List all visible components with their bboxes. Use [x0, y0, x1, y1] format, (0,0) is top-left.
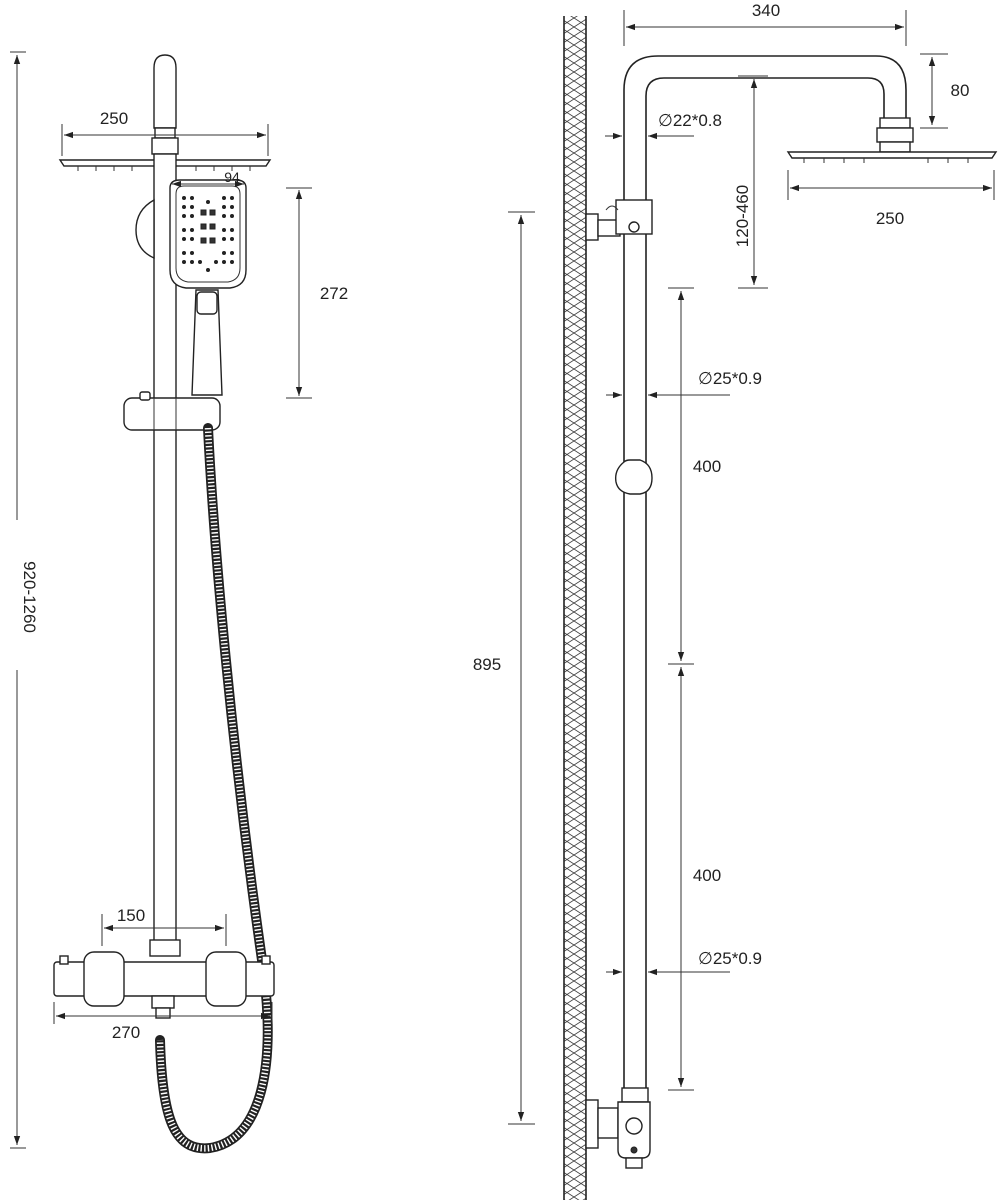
arm-reach-dimension: 340 [623, 1, 907, 46]
handshower-length-label: 272 [320, 284, 348, 303]
head-width-dimension: 250 [61, 109, 269, 156]
slider-bracket [123, 391, 221, 431]
head-width-label: 250 [100, 109, 128, 128]
side-view: 895 340 8 [473, 1, 998, 1200]
side-rain-head [786, 117, 998, 163]
front-riser-pipe [149, 153, 181, 957]
side-riser-pipe [623, 234, 647, 1092]
lower-tube-label: ∅25*0.9 [698, 949, 762, 968]
overall-height-dimension: 920-1260 [10, 51, 39, 1149]
side-head-width-label: 250 [876, 209, 904, 228]
upper-segment-label: 400 [693, 457, 721, 476]
handshower [169, 179, 247, 396]
mixer-center-dimension: 150 [101, 906, 227, 946]
segment-dimensions: 400 400 [668, 287, 721, 1091]
handshower-holder [135, 198, 155, 260]
upper-tube-dimension: ∅25*0.9 [606, 369, 762, 399]
front-view: 920-1260 250 [10, 51, 348, 1154]
upper-wall-bracket [585, 199, 653, 241]
lower-segment-label: 400 [693, 866, 721, 885]
lower-tube-dimension: ∅25*0.9 [606, 949, 762, 976]
mixer-width-label: 270 [112, 1023, 140, 1042]
side-slider [614, 459, 653, 495]
handshower-width-label: 94 [224, 169, 240, 185]
side-mixer-valve [585, 1087, 651, 1169]
mount-height-label: 895 [473, 655, 501, 674]
side-overhead-arm [623, 55, 907, 200]
side-head-width-dimension: 250 [787, 170, 995, 228]
adjust-range-label: 120-460 [733, 185, 752, 247]
mixer-width-dimension: 270 [53, 1002, 273, 1042]
hose [155, 423, 273, 1154]
handshower-length-dimension: 272 [286, 187, 348, 399]
adjust-range-dimension: 120-460 [733, 75, 768, 289]
arm-tube-dimension: ∅22*0.8 [605, 111, 722, 140]
arm-tube-label: ∅22*0.8 [658, 111, 722, 130]
arm-drop-dimension: 80 [920, 53, 970, 129]
arm-reach-label: 340 [752, 1, 780, 20]
arm-drop-label: 80 [951, 81, 970, 100]
wall [563, 16, 587, 1200]
thermostatic-mixer [53, 951, 275, 1019]
handshower-width-dimension: 94 [172, 169, 244, 188]
mount-height-dimension: 895 [473, 211, 535, 1125]
upper-tube-label: ∅25*0.9 [698, 369, 762, 388]
overall-height-label: 920-1260 [20, 561, 39, 633]
mixer-center-label: 150 [117, 906, 145, 925]
